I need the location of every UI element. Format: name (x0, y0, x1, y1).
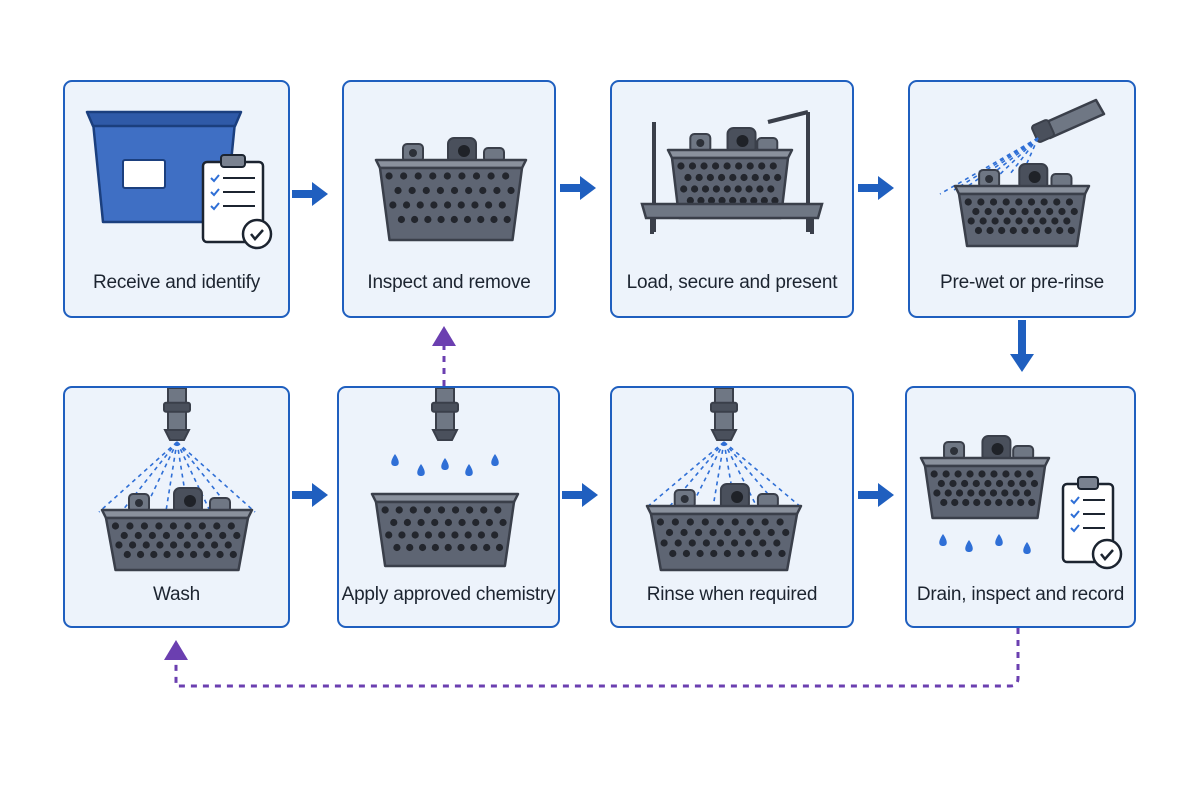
basket-on-rack-icon (640, 110, 824, 234)
nozzle-drops-basket-icon (370, 388, 520, 568)
loop-connector (174, 628, 1020, 688)
step-drain-label: Drain, inspect and record (916, 584, 1125, 605)
step-wash-label: Wash (152, 584, 201, 605)
step-receive: Receive and identify (63, 80, 290, 318)
step-load-label: Load, secure and present (626, 272, 838, 293)
flow-arrow (292, 182, 328, 206)
step-wash: Wash (63, 386, 290, 628)
step-receive-label: Receive and identify (92, 272, 261, 293)
flow-arrow (1010, 320, 1034, 372)
flow-arrow (858, 483, 894, 507)
flow-arrow (562, 483, 598, 507)
step-inspect: Inspect and remove (342, 80, 556, 318)
loop-arrowhead (164, 640, 188, 660)
step-rinse: Rinse when required (610, 386, 854, 628)
tote-bin-with-clipboard-icon (85, 110, 273, 250)
nozzle-spray-basket-icon (98, 388, 256, 572)
dripping-basket-clipboard-icon (919, 435, 1123, 570)
flow-arrow (560, 176, 596, 200)
step-prewet: Pre-wet or pre-rinse (908, 80, 1136, 318)
step-load: Load, secure and present (610, 80, 854, 318)
step-inspect-label: Inspect and remove (367, 272, 531, 293)
step-chemistry-label: Apply approved chemistry (341, 584, 556, 605)
step-drain: Drain, inspect and record (905, 386, 1136, 628)
flow-arrow (292, 483, 328, 507)
loop-arrowhead (432, 326, 456, 346)
step-prewet-label: Pre-wet or pre-rinse (940, 272, 1104, 293)
hose-spray-basket-icon (939, 98, 1106, 248)
flow-arrow (858, 176, 894, 200)
step-rinse-label: Rinse when required (646, 584, 818, 605)
basket-with-parts-icon (374, 137, 528, 242)
nozzle-rinse-basket-icon (645, 388, 803, 572)
step-chemistry: Apply approved chemistry (337, 386, 560, 628)
